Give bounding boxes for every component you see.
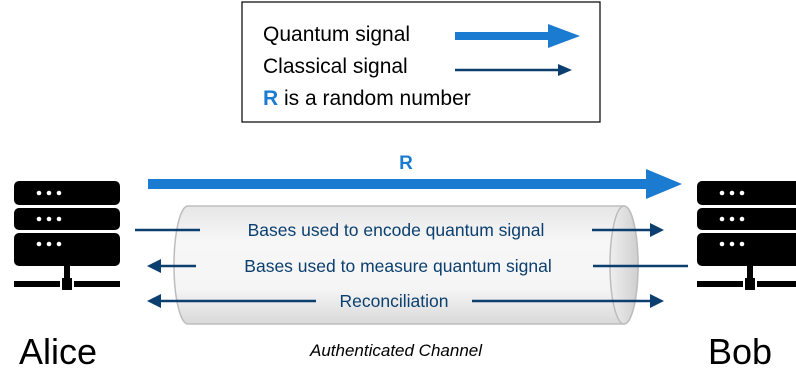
bob-label: Bob xyxy=(708,331,772,368)
legend-random-note: R is a random number xyxy=(263,87,471,110)
legend-random-R: R xyxy=(263,87,278,110)
legend-quantum-label: Quantum signal xyxy=(263,23,410,46)
quantum-arrow-label: R xyxy=(399,153,413,174)
message-arrow-reconciliation xyxy=(147,294,664,308)
message-measure-bases: Bases used to measure quantum signal xyxy=(244,256,551,276)
server-icon xyxy=(697,181,796,290)
legend: Quantum signal Classical signal R is a r… xyxy=(241,1,601,123)
legend-classical-arrow xyxy=(455,64,572,76)
server-icon xyxy=(14,181,120,290)
legend-box xyxy=(241,1,601,123)
message-arrow-encode xyxy=(135,223,664,237)
channel-label: Authenticated Channel xyxy=(309,341,483,360)
legend-quantum-arrow xyxy=(455,24,580,48)
message-arrow-measure xyxy=(147,259,688,273)
legend-classical-label: Classical signal xyxy=(263,55,408,78)
alice-label: Alice xyxy=(19,331,97,368)
legend-random-text: is a random number xyxy=(278,87,471,110)
message-encode-bases: Bases used to encode quantum signal xyxy=(248,220,545,240)
quantum-signal-arrow xyxy=(148,169,682,199)
message-reconciliation: Reconciliation xyxy=(340,291,449,311)
